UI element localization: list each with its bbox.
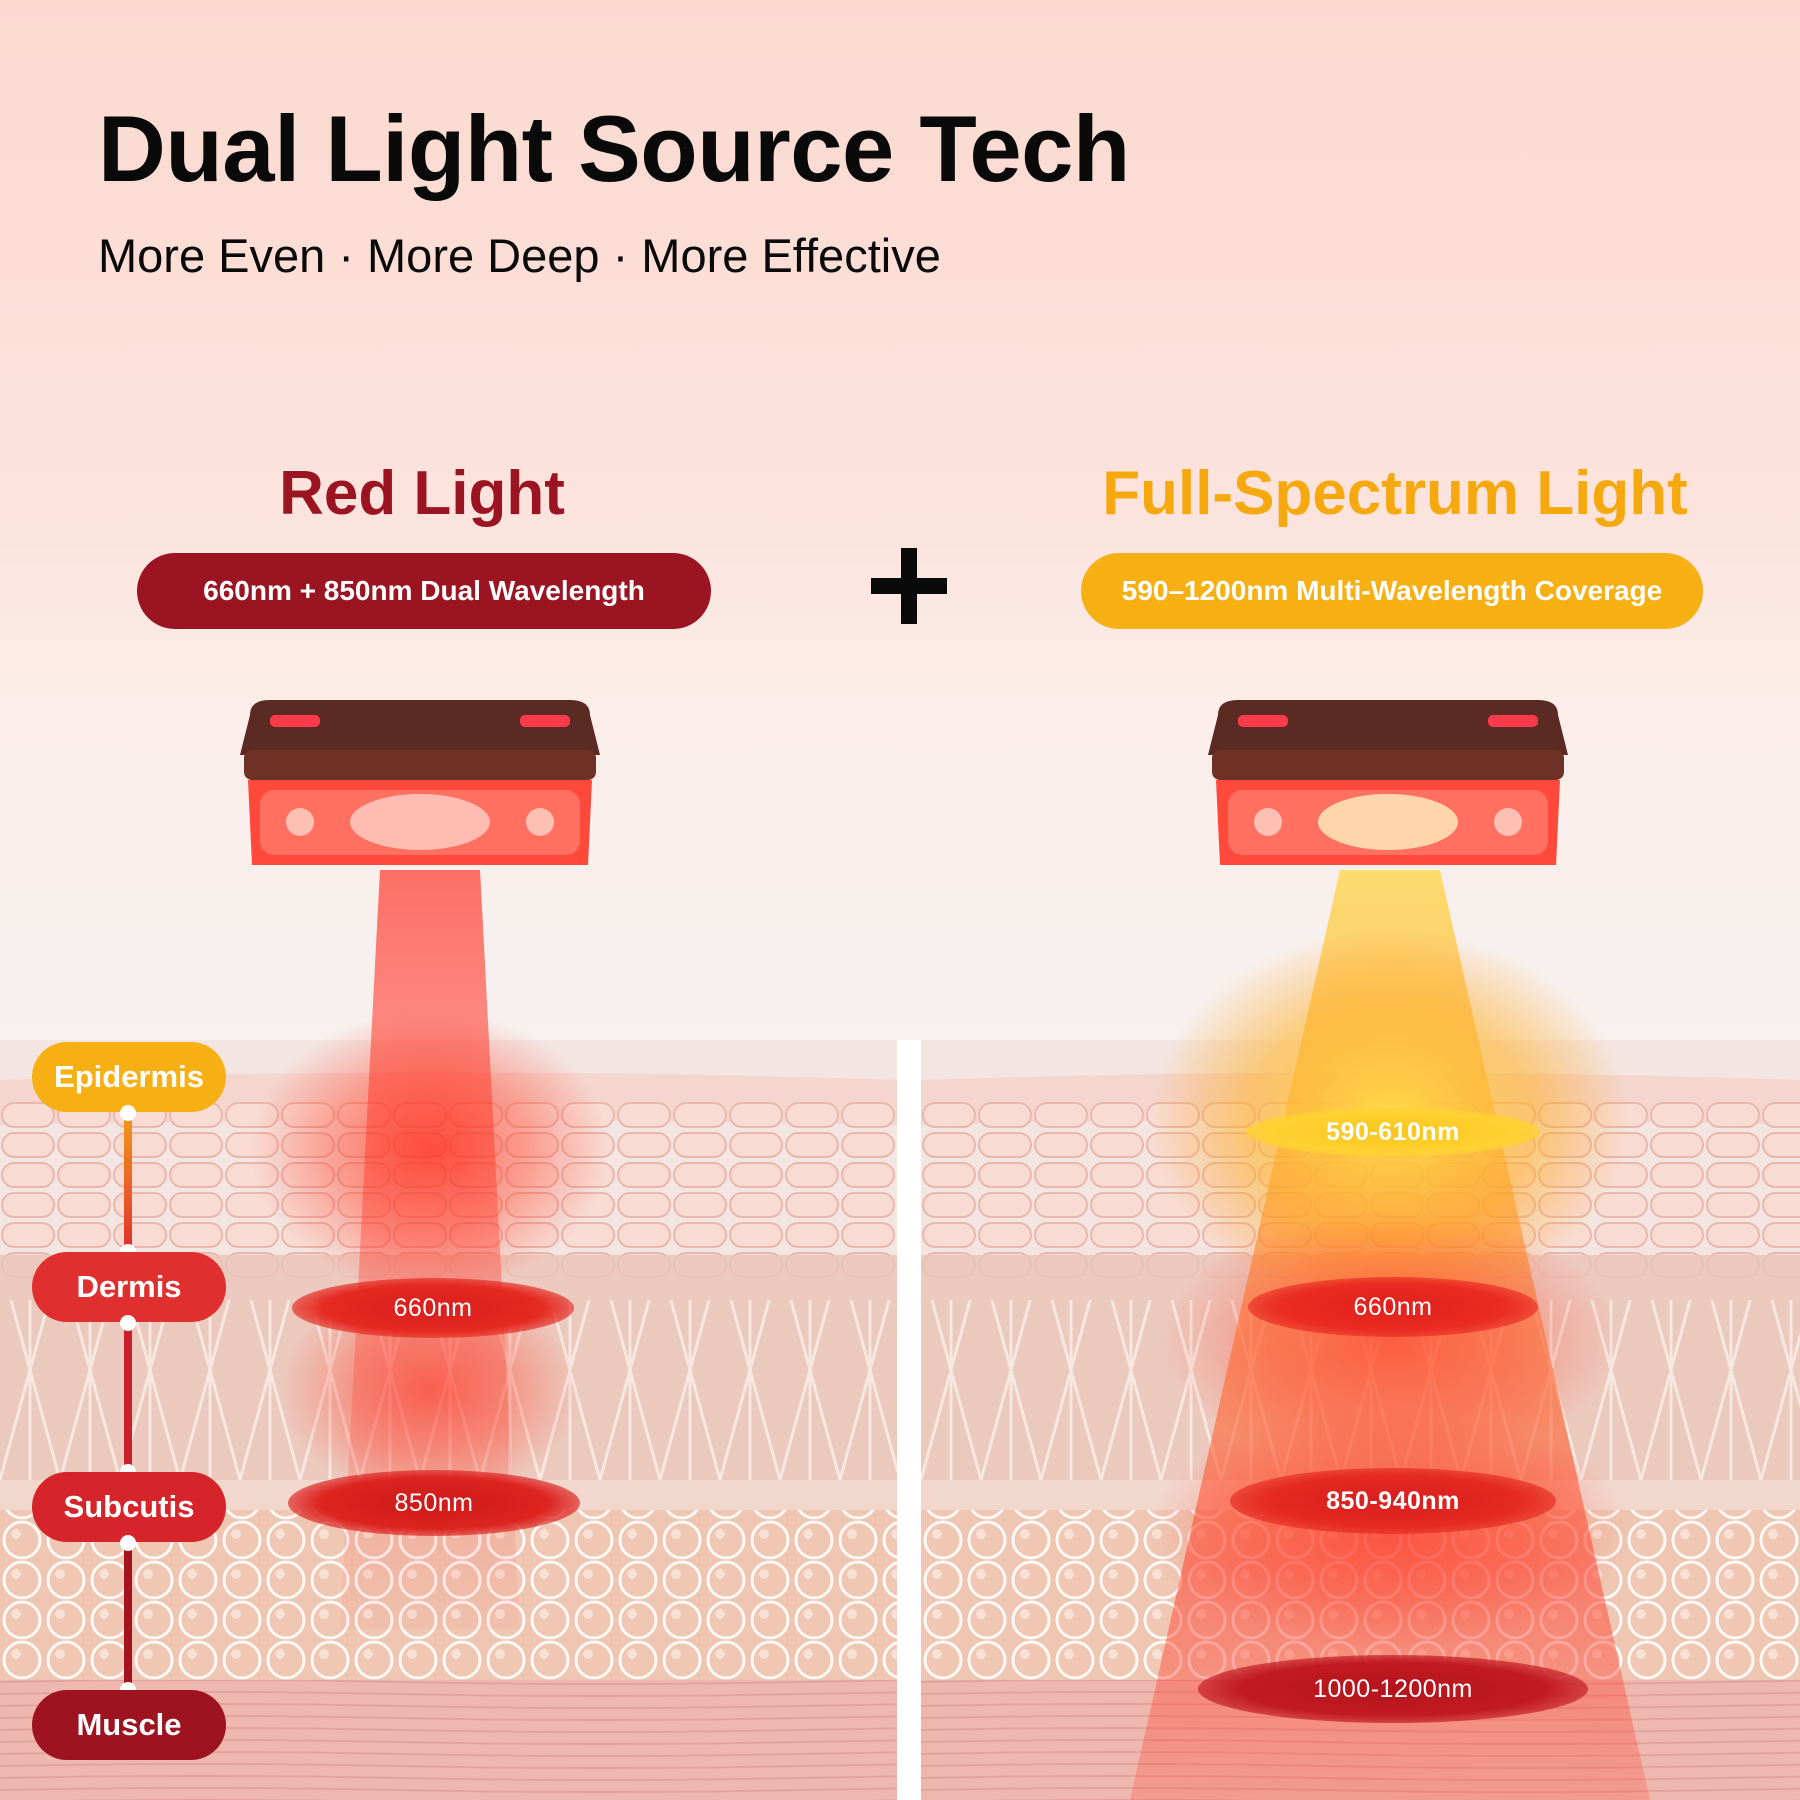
layer-connector xyxy=(124,1540,132,1688)
layer-label-dermis: Dermis xyxy=(32,1252,226,1322)
full-spectrum-badge: 590–1200nm Multi-Wavelength Coverage xyxy=(1081,553,1703,629)
layer-dot xyxy=(120,1315,136,1331)
panel-divider xyxy=(897,1040,921,1800)
light-therapy-device xyxy=(1208,700,1568,865)
red-light-beam xyxy=(250,870,610,1630)
light-therapy-device xyxy=(240,700,600,865)
full-spectrum-title: Full-Spectrum Light xyxy=(1102,459,1688,528)
wavelength-marker-660: 660nm xyxy=(1248,1277,1538,1337)
red-light-title: Red Light xyxy=(279,459,565,528)
layer-dot xyxy=(120,1105,136,1121)
wavelength-marker-590-610: 590-610nm xyxy=(1246,1108,1540,1156)
layer-connector xyxy=(124,1322,132,1470)
wavelength-marker-1000-1200: 1000-1200nm xyxy=(1198,1655,1588,1723)
page-title: Dual Light Source Tech xyxy=(98,96,1130,201)
wavelength-marker-850: 850nm xyxy=(288,1470,580,1536)
wavelength-marker-850-940: 850-940nm xyxy=(1230,1468,1556,1534)
red-light-badge: 660nm + 850nm Dual Wavelength xyxy=(137,553,711,629)
wavelength-marker-660: 660nm xyxy=(292,1278,574,1338)
layer-label-subcutis: Subcutis xyxy=(32,1472,226,1542)
plus-icon xyxy=(871,548,947,624)
layer-dot xyxy=(120,1535,136,1551)
layer-connector xyxy=(124,1112,132,1252)
layer-label-muscle: Muscle xyxy=(32,1690,226,1760)
page-subtitle: More Even · More Deep · More Effective xyxy=(98,229,941,282)
layer-label-epidermis: Epidermis xyxy=(32,1042,226,1112)
